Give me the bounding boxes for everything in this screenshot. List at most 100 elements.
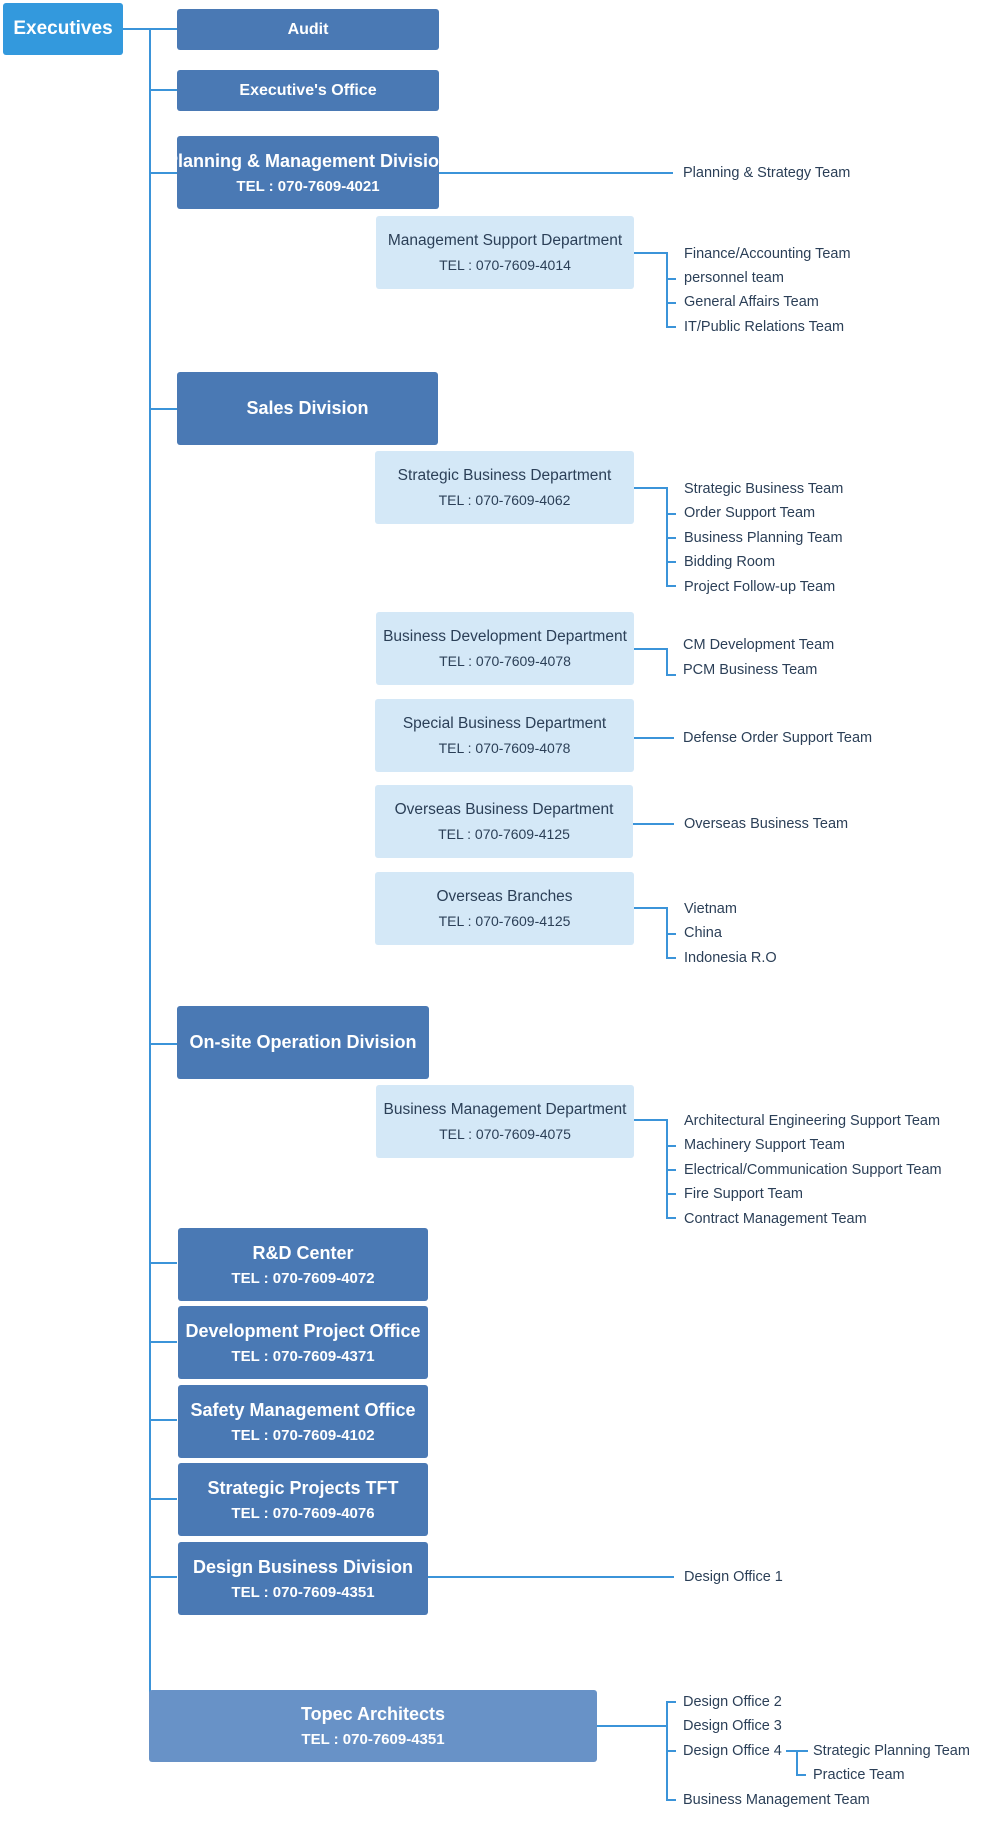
division-name: Safety Management Office	[190, 1399, 416, 1420]
bracket-tick	[666, 1701, 676, 1703]
bracket-tick	[666, 302, 676, 304]
team-label: Project Follow-up Team	[684, 579, 836, 595]
department-tel: TEL : 070-7609-4075	[439, 1126, 571, 1142]
strategic-projects-box[interactable]: Strategic Projects TFT TEL : 070-7609-40…	[178, 1463, 428, 1536]
bracket-tick	[666, 561, 676, 563]
bracket-line	[796, 1750, 798, 1776]
connector-line	[428, 1576, 674, 1578]
audit-label: Audit	[287, 20, 329, 38]
safety-management-box[interactable]: Safety Management Office TEL : 070-7609-…	[178, 1385, 428, 1458]
department-name: Business Management Department	[383, 1101, 627, 1118]
audit-box[interactable]: Audit	[177, 9, 439, 50]
connector-line	[597, 1725, 668, 1727]
team-label: Strategic Business Team	[684, 481, 844, 497]
connector-line	[634, 907, 668, 909]
connector-line	[149, 1576, 177, 1578]
division-name: R&D Center	[252, 1242, 354, 1263]
division-tel: TEL : 070-7609-4072	[231, 1269, 375, 1287]
department-name: Management Support Department	[387, 232, 623, 249]
team-label: Contract Management Team	[684, 1211, 867, 1227]
bracket-tick	[666, 585, 676, 587]
sales-division-box[interactable]: Sales Division	[177, 372, 438, 445]
overseas-business-box[interactable]: Overseas Business Department TEL : 070-7…	[375, 785, 633, 858]
special-business-box[interactable]: Special Business Department TEL : 070-76…	[375, 699, 634, 772]
team-label: Indonesia R.O	[684, 950, 777, 966]
bracket-tick	[666, 957, 676, 959]
strategic-business-box[interactable]: Strategic Business Department TEL : 070-…	[375, 451, 634, 524]
bracket-tick	[666, 326, 676, 328]
connector-line	[634, 1119, 668, 1121]
overseas-branches-box[interactable]: Overseas Branches TEL : 070-7609-4125	[375, 872, 634, 945]
connector-line	[634, 648, 668, 650]
connector-line	[149, 1341, 177, 1343]
bracket-tick	[666, 1169, 676, 1171]
team-label: China	[684, 925, 722, 941]
executives-box[interactable]: Executives	[3, 3, 123, 55]
division-tel: TEL : 070-7609-4351	[231, 1583, 375, 1601]
division-name: Topec Architects	[300, 1704, 446, 1724]
department-name: Business Development Department	[383, 628, 627, 645]
bracket-tick	[796, 1774, 806, 1776]
development-project-box[interactable]: Development Project Office TEL : 070-760…	[178, 1306, 428, 1379]
topec-architects-box[interactable]: Topec Architects TEL : 070-7609-4351	[149, 1690, 597, 1762]
division-tel: TEL : 070-7609-4021	[236, 177, 380, 195]
team-label: Business Planning Team	[684, 530, 843, 546]
business-development-box[interactable]: Business Development Department TEL : 07…	[376, 612, 634, 685]
connector-line	[149, 172, 177, 174]
connector-line	[149, 1262, 177, 1264]
bracket-tick	[666, 513, 676, 515]
team-label: Electrical/Communication Support Team	[684, 1162, 942, 1178]
division-name: Design Business Division	[192, 1556, 414, 1577]
design-business-box[interactable]: Design Business Division TEL : 070-7609-…	[178, 1542, 428, 1615]
connector-line	[149, 89, 177, 91]
bracket-tick	[666, 674, 676, 676]
connector-line	[123, 28, 177, 30]
bracket-tick	[666, 933, 676, 935]
department-tel: TEL : 070-7609-4078	[439, 653, 571, 669]
connector-line	[149, 1043, 177, 1045]
connector-line	[634, 252, 668, 254]
division-tel: TEL : 070-7609-4351	[301, 1731, 445, 1748]
management-support-box[interactable]: Management Support Department TEL : 070-…	[376, 216, 634, 289]
team-label: General Affairs Team	[684, 294, 819, 310]
executives-office-label: Executive's Office	[239, 81, 377, 99]
executives-office-box[interactable]: Executive's Office	[177, 70, 439, 111]
onsite-division-box[interactable]: On-site Operation Division	[177, 1006, 429, 1079]
team-label: Design Office 1	[684, 1569, 783, 1585]
bracket-tick	[666, 1193, 676, 1195]
team-label: Planning & Strategy Team	[683, 165, 851, 181]
team-label: CM Development Team	[683, 637, 835, 653]
division-name: On-site Operation Division	[189, 1032, 417, 1052]
bracket-line	[666, 252, 668, 328]
division-tel: TEL : 070-7609-4102	[231, 1426, 375, 1444]
connector-line	[634, 487, 668, 489]
division-tel: TEL : 070-7609-4076	[231, 1504, 375, 1522]
department-name: Overseas Branches	[436, 888, 573, 905]
team-label: Strategic Planning Team	[813, 1743, 970, 1759]
team-label: Architectural Engineering Support Team	[684, 1113, 941, 1129]
department-tel: TEL : 070-7609-4062	[438, 492, 571, 508]
business-management-box[interactable]: Business Management Department TEL : 070…	[376, 1085, 634, 1158]
department-name: Overseas Business Department	[394, 801, 614, 818]
team-label: personnel team	[684, 270, 784, 286]
division-name: Planning & Management Division	[165, 150, 451, 171]
division-name: Development Project Office	[185, 1320, 421, 1341]
connector-line	[439, 172, 673, 174]
rd-center-box[interactable]: R&D Center TEL : 070-7609-4072	[178, 1228, 428, 1301]
division-tel: TEL : 070-7609-4371	[231, 1347, 375, 1365]
connector-line	[149, 408, 177, 410]
bracket-tick	[666, 537, 676, 539]
department-name: Special Business Department	[402, 715, 607, 732]
team-label: Design Office 3	[683, 1718, 782, 1734]
team-label: Fire Support Team	[684, 1186, 804, 1202]
planning-division-box[interactable]: Planning & Management Division TEL : 070…	[166, 136, 450, 209]
connector-line	[634, 737, 674, 739]
team-label: Design Office 4	[683, 1743, 782, 1759]
connector-line	[633, 823, 674, 825]
executives-label: Executives	[13, 18, 113, 39]
team-label: Overseas Business Team	[684, 816, 849, 832]
bracket-line	[666, 648, 668, 676]
bracket-tick	[666, 1145, 676, 1147]
team-label: Business Management Team	[683, 1792, 870, 1808]
